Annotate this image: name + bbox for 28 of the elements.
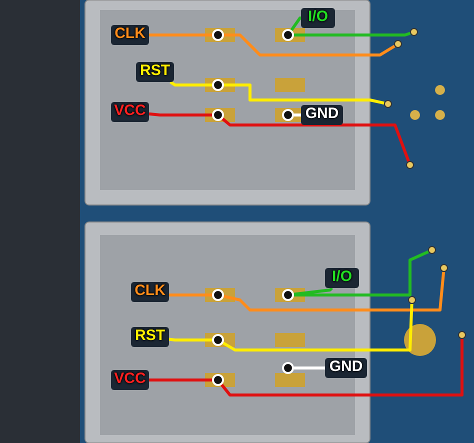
wire-trace [224, 272, 446, 312]
wire-trace [148, 112, 212, 116]
wire-trace [294, 114, 301, 116]
wire-trace [222, 304, 414, 352]
wire-trace [149, 378, 212, 382]
wire-trace [222, 118, 410, 162]
wire-trace [168, 293, 212, 296]
signal-label: VCC [111, 370, 149, 390]
wire-trace [294, 366, 325, 370]
signal-label: GND [325, 358, 367, 378]
signal-label: I/O [325, 268, 359, 288]
signal-label: RST [131, 327, 169, 347]
wire-trace [170, 80, 212, 86]
signal-label: CLK [131, 282, 169, 302]
wire-trace [290, 16, 302, 31]
signal-label: RST [136, 62, 174, 82]
wire-trace [294, 250, 430, 296]
wire-trace [294, 286, 334, 296]
wire-trace [149, 34, 212, 36]
wire-trace [224, 84, 384, 105]
signal-label: GND [301, 105, 343, 125]
wire-trace [294, 32, 411, 36]
wire-trace [224, 34, 396, 56]
signal-label: I/O [301, 8, 335, 28]
wire-trace [168, 338, 212, 342]
signal-label: VCC [111, 102, 149, 122]
signal-label: CLK [111, 25, 149, 45]
wire-trace [220, 339, 464, 396]
